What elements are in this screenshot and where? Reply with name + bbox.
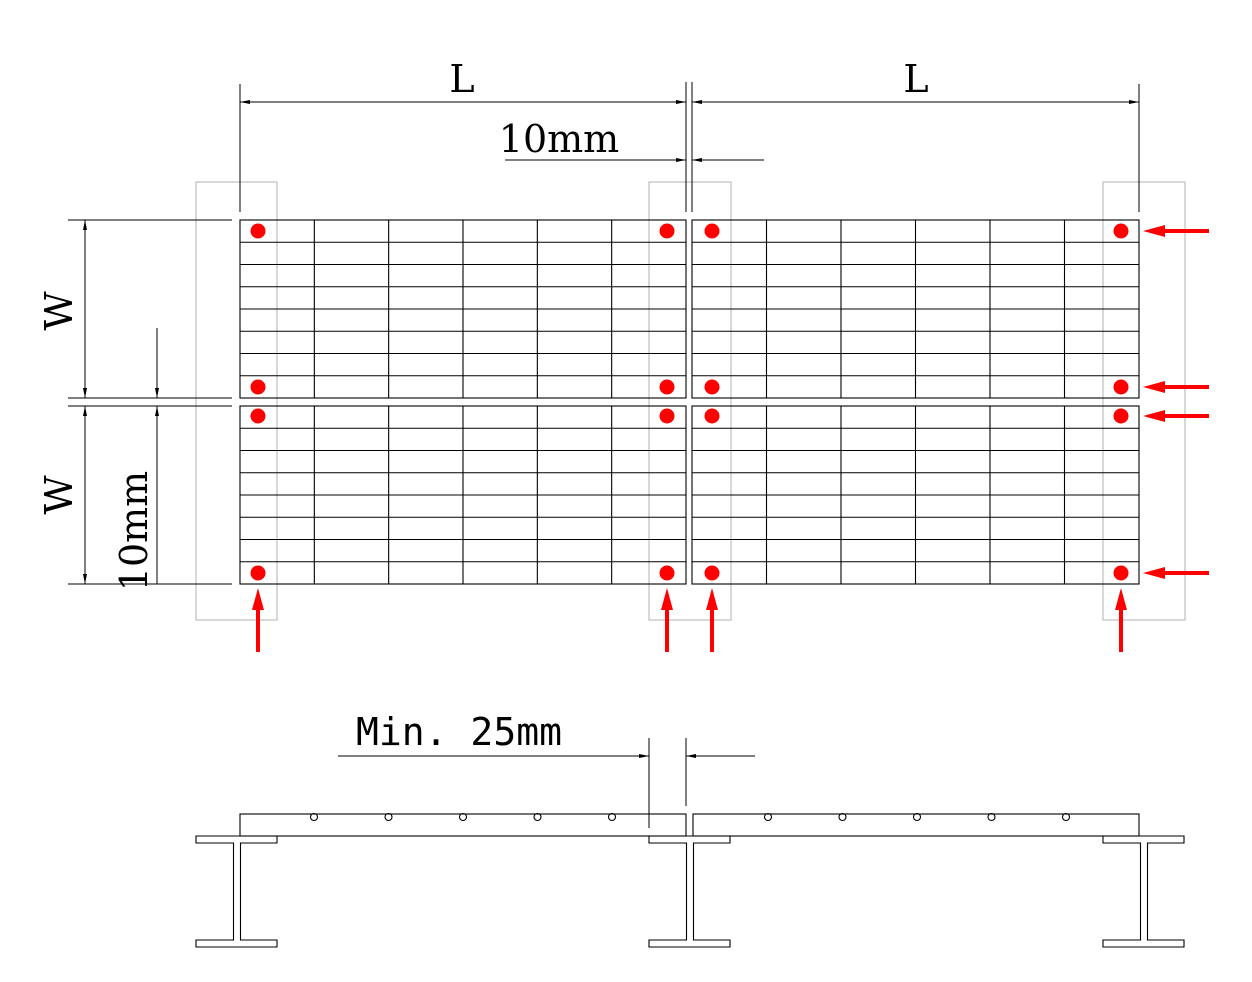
width-label-bottom: W [37,475,81,514]
cross-bar-section [912,812,922,822]
fixing-clip-dot [250,223,266,239]
cross-bar-section [309,812,319,822]
cross-bar-section [384,812,393,822]
gap-label-top: 10mm [499,117,619,161]
grating-panel-r1-c1 [239,219,687,399]
grating-panels [239,219,1140,585]
width-label-top: W [37,291,81,330]
length-label-right: L [903,57,928,101]
fixing-indicator-arrow [1143,567,1209,579]
fixing-clip-dot [659,379,675,395]
i-beam-middle [648,835,731,948]
fixing-clip-dot [1113,223,1129,239]
fixing-clip-dot [1113,565,1129,581]
grating-section-left [239,813,687,837]
grating-panel-r2-c2 [691,405,1140,585]
fixing-clip-dot [704,408,720,424]
cross-bar-section [458,812,468,822]
fixing-clip-dot [250,408,266,424]
i-beam-right [1102,835,1185,948]
i-beam-left [195,835,278,948]
support-beam-middle [648,181,732,621]
fixing-indicator-arrow [706,588,718,652]
length-label-left: L [449,57,474,101]
cross-bar-section [1061,812,1071,822]
dimensions [68,82,1140,828]
fixing-clip-dot [250,379,266,395]
fixing-clips [250,223,1209,652]
cross-bar-section [838,812,847,822]
fixing-clip-dot [1113,408,1129,424]
support-beam-left [195,181,278,621]
fixing-indicator-arrow [1143,381,1209,393]
fixing-clip-dot [1113,379,1129,395]
grating-panel-r1-c2 [691,219,1140,399]
fixing-clip-dot [704,565,720,581]
fixing-indicator-arrow [1143,225,1209,237]
gap-label-side: 10mm [112,471,156,591]
fixing-clip-dot [704,379,720,395]
fixing-clip-dot [659,223,675,239]
fixing-indicator-arrow [1115,588,1127,652]
cross-bar-section [763,812,773,822]
grating-panel-r2-c1 [239,405,687,585]
fixing-clip-dot [704,223,720,239]
support-beam-right [1102,181,1186,621]
fixing-clip-dot [659,408,675,424]
support-beam-outlines [195,181,1186,621]
cross-bar-section [607,812,617,822]
grating-section-right [692,813,1140,837]
fixing-indicator-arrow [661,588,673,652]
fixing-indicator-arrow [1143,410,1209,422]
cross-bar-section [987,812,996,822]
fixing-clip-dot [250,565,266,581]
fixing-clip-dot [659,565,675,581]
cross-bar-section [533,812,542,822]
min-gap-label: Min. 25mm [356,710,562,754]
section-view [195,812,1185,948]
fixing-indicator-arrow [252,588,264,652]
